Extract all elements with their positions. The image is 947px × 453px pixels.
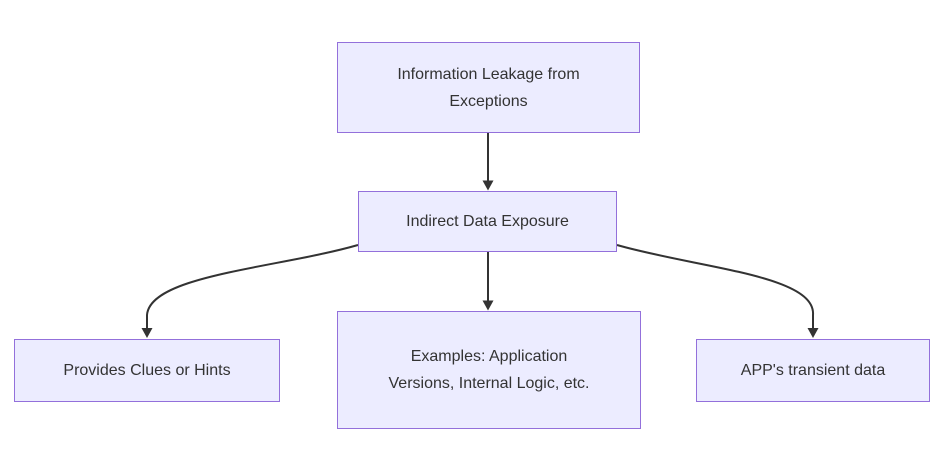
node-label: Examples: Application Versions, Internal…: [388, 348, 590, 392]
node-label: Provides Clues or Hints: [63, 362, 231, 379]
edge-indirect-to-examples: [482, 252, 494, 311]
node-label: Indirect Data Exposure: [406, 213, 569, 230]
node-label: APP's transient data: [740, 362, 886, 379]
arrowhead-icon: [482, 180, 494, 191]
node-label: Information Leakage from Exceptions: [397, 65, 580, 110]
node-indirect-data-exposure: Indirect Data Exposure: [358, 191, 617, 252]
node-examples-application-versions: Examples: Application Versions, Internal…: [337, 311, 641, 429]
arrowhead-icon: [482, 300, 494, 311]
edge-line: [146, 244, 359, 328]
arrowhead-icon: [807, 328, 819, 338]
node-information-leakage-from-exceptions: Information Leakage from Exceptions: [337, 42, 640, 133]
edge-info-to-indirect: [482, 133, 494, 191]
edge-indirect-to-transient: [616, 244, 819, 338]
edge-indirect-to-clues: [141, 244, 359, 338]
arrowhead-icon: [141, 328, 153, 338]
node-apps-transient-data: APP's transient data: [696, 339, 930, 402]
edge-line: [616, 244, 815, 328]
node-provides-clues-or-hints: Provides Clues or Hints: [14, 339, 280, 402]
